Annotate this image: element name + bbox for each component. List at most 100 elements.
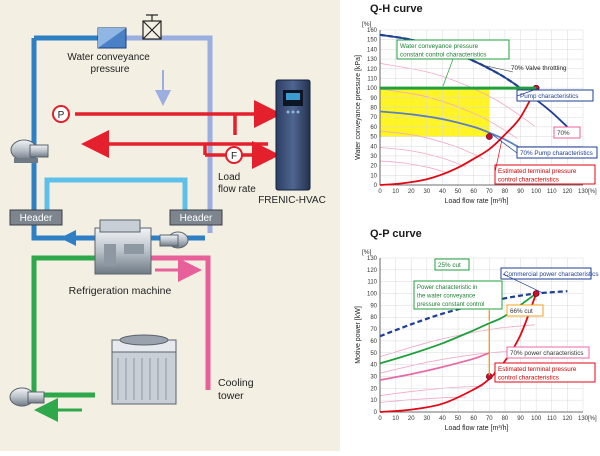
power-curve-1 xyxy=(379,350,518,374)
annotation-estimated-power-text: control characteristics xyxy=(498,375,559,382)
speed-curve-4 xyxy=(379,160,449,174)
leader-valve xyxy=(481,64,514,73)
y-tick-label: 130 xyxy=(367,256,378,262)
y-unit-label: [%] xyxy=(362,21,372,28)
y-tick-label: 50 xyxy=(370,351,377,357)
x-tick-label: 20 xyxy=(408,416,415,422)
header-left: Header xyxy=(9,209,63,226)
leader-constant xyxy=(442,58,454,87)
y-unit-label: [%] xyxy=(362,249,372,256)
annotation-70pct-text: 70% xyxy=(557,130,570,137)
x-tick-label: 30 xyxy=(424,416,431,422)
y-tick-label: 70 xyxy=(370,115,377,121)
speed-curve-0 xyxy=(379,63,535,127)
annotation-70pct-box xyxy=(553,126,581,139)
primary-pump-right xyxy=(159,231,189,249)
annotation-valve-text: 70% Valve throttling xyxy=(511,65,567,72)
annotation-constant-power-box xyxy=(413,280,503,310)
annotation-estimated-text: Estimated terminal pressure xyxy=(498,168,577,175)
speed-curve-1 xyxy=(379,88,518,139)
annotation-commercial-text: Commercial power characteristics xyxy=(504,271,598,278)
pressure-sensor-shade xyxy=(98,28,126,48)
leader-pump xyxy=(516,87,540,97)
x-tick-label: 80 xyxy=(502,416,509,422)
y-tick-label: 100 xyxy=(367,292,378,298)
annotation-constant-power-text: the water conveyance xyxy=(417,294,476,300)
x-tick-label: 120 xyxy=(562,416,573,422)
svg-text:P: P xyxy=(58,110,65,121)
pressure-gauge-p: P xyxy=(52,105,70,123)
annotation-estimated-text: control characteristics xyxy=(498,177,559,184)
y-tick-label: 30 xyxy=(370,374,377,380)
chart-title: Q-H curve xyxy=(370,3,423,15)
leader-estimated xyxy=(494,140,503,173)
annotation-constant-text: Water conveyance pressure xyxy=(400,43,479,50)
y-tick-label: 80 xyxy=(370,106,377,112)
series-line-3 xyxy=(379,293,538,413)
y-tick-label: 0 xyxy=(374,410,378,416)
series-line-1 xyxy=(379,292,537,365)
annotation-pump-text: Pump characteristics xyxy=(520,93,578,100)
svg-text:Header: Header xyxy=(20,213,53,224)
y-tick-label: 30 xyxy=(370,154,377,160)
y-tick-label: 120 xyxy=(367,67,378,73)
x-tick-label: 40 xyxy=(439,416,446,422)
x-tick-label: 70 xyxy=(486,189,493,195)
annotation-estimated-box xyxy=(494,164,596,185)
cooling-tower xyxy=(111,334,177,405)
x-tick-label: 50 xyxy=(455,416,462,422)
series-line-2 xyxy=(379,110,521,149)
annotation-power70-box xyxy=(506,346,590,359)
y-tick-label: 130 xyxy=(367,57,378,63)
y-tick-label: 90 xyxy=(370,303,377,309)
y-tick-label: 160 xyxy=(367,28,378,34)
inverter-cabinet xyxy=(275,79,311,191)
leader-estimated-power xyxy=(492,370,496,377)
y-tick-label: 70 xyxy=(370,327,377,333)
annotation-constant-text: constant control characteristics xyxy=(400,52,486,59)
x-tick-label: 80 xyxy=(502,189,509,195)
annotation-power70-text: 70% power characteristics xyxy=(510,350,584,357)
x-tick-label: 130 xyxy=(578,189,589,195)
annotation-constant-power-text: Power characteristic in xyxy=(417,285,477,291)
x-tick-label: 0 xyxy=(378,189,382,195)
annotation-pump70-text: 70% Pump characteristics xyxy=(520,150,593,157)
annotation-commercial-box xyxy=(500,267,592,280)
annotation-pump-box xyxy=(516,89,594,102)
annotation-estimated-power-text: Estimated terminal pressure xyxy=(498,366,577,373)
condenser-pink-pipe xyxy=(140,255,211,390)
leader-pump70 xyxy=(492,134,518,154)
refrigeration-machine-label: Refrigeration machine xyxy=(69,285,172,297)
condenser-green-pipe xyxy=(31,255,112,395)
x-tick-label: 60 xyxy=(470,189,477,195)
y-tick-label: 10 xyxy=(370,398,377,404)
x-tick-label: 20 xyxy=(408,189,415,195)
x-tick-label: 10 xyxy=(392,416,399,422)
x-tick-label: 70 xyxy=(486,416,493,422)
x-axis-title: Load flow rate [m³/h] xyxy=(445,425,509,432)
x-tick-label: 120 xyxy=(562,189,573,195)
x-tick-label: 10 xyxy=(392,189,399,195)
y-tick-label: 80 xyxy=(370,315,377,321)
y-tick-label: 20 xyxy=(370,386,377,392)
annotation-25cut-text: 25% cut xyxy=(438,262,461,269)
y-tick-label: 50 xyxy=(370,135,377,141)
y-axis-title: Motive power [kW] xyxy=(355,306,362,364)
x-tick-label: 0 xyxy=(378,416,382,422)
x-tick-label: 90 xyxy=(517,416,524,422)
x-tick-label: 100 xyxy=(531,416,542,422)
speed-curve-2 xyxy=(379,130,484,160)
y-axis-title: Water conveyance pressure [kPa] xyxy=(355,55,362,160)
speed-curve-3 xyxy=(379,147,467,168)
y-tick-label: 120 xyxy=(367,268,378,274)
x-unit-label: [%] xyxy=(588,416,597,422)
key-point-0 xyxy=(532,290,540,297)
svg-text:Header: Header xyxy=(180,213,213,224)
y-tick-label: 150 xyxy=(367,38,378,44)
header-loop xyxy=(44,177,188,215)
annotation-pump70-box xyxy=(516,146,598,159)
series-line-2 xyxy=(379,351,490,381)
header-right: Header xyxy=(169,209,223,226)
